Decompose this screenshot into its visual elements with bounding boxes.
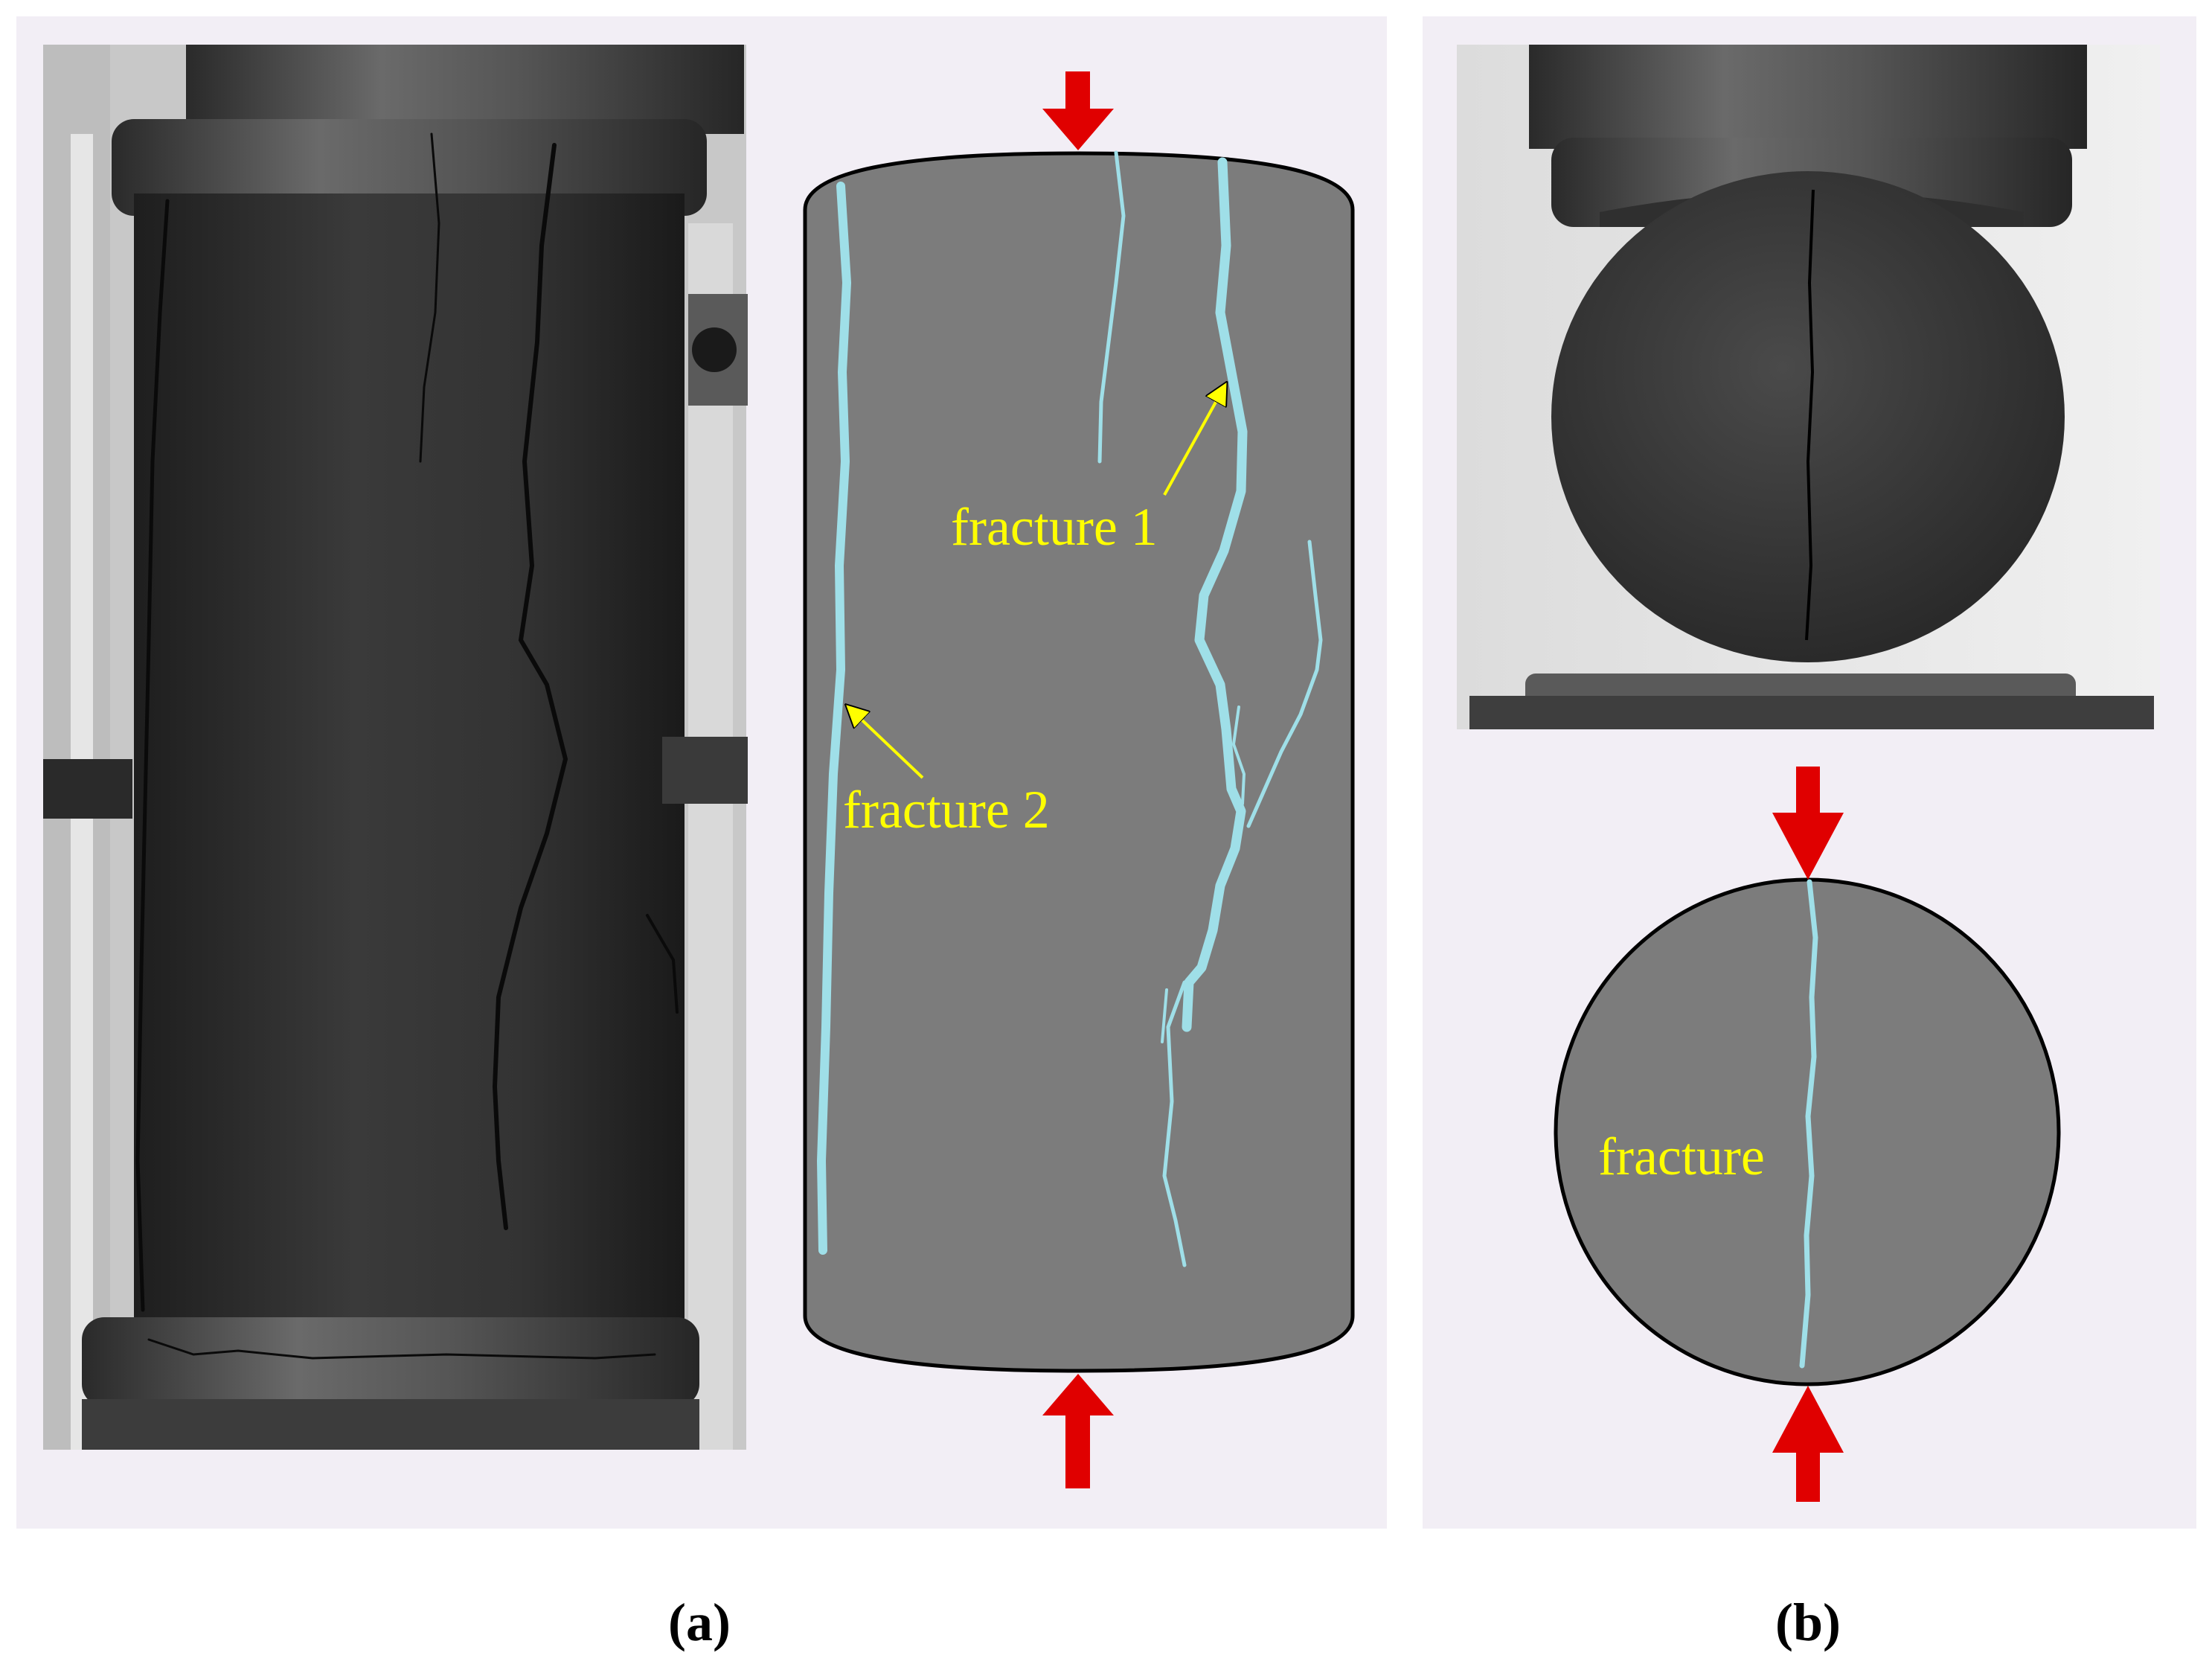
photo-crack-main bbox=[492, 143, 568, 1230]
panel-b: fracture (b) bbox=[1423, 16, 2196, 1652]
fracture-line-b bbox=[1799, 879, 1818, 1369]
fracture-branch-c bbox=[1232, 706, 1246, 805]
fracture-branch-e bbox=[1161, 988, 1168, 1043]
fracture-branch-d bbox=[1162, 980, 1187, 1267]
photo-crack-secondary bbox=[419, 132, 440, 463]
fracture-1-label: fracture 1 bbox=[951, 497, 1158, 557]
fracture-label-b: fracture bbox=[1598, 1127, 1765, 1186]
up-arrow-icon bbox=[1772, 1386, 1844, 1502]
panel-a-photo bbox=[43, 45, 748, 1450]
panel-b-photo bbox=[1457, 45, 2160, 729]
photo-crack-left bbox=[135, 199, 170, 1312]
panel-a: fracture 1 fracture 2 (a) bbox=[16, 16, 1387, 1652]
caption-b: (b) bbox=[1775, 1593, 1841, 1652]
fracture-2-label: fracture 2 bbox=[843, 780, 1050, 839]
fracture-2-line bbox=[817, 182, 851, 1255]
photo-cylinder-specimen bbox=[134, 193, 685, 1332]
panel-b-schematic: fracture bbox=[1554, 767, 2061, 1502]
fracture-branch-a bbox=[1097, 150, 1126, 464]
fracture-1-leader bbox=[1163, 383, 1226, 496]
schematic-cylinder-body bbox=[803, 151, 1355, 1373]
panel-a-schematic: fracture 1 fracture 2 bbox=[803, 71, 1355, 1488]
fracture-branch-b bbox=[1246, 540, 1323, 828]
caption-a: (a) bbox=[668, 1593, 731, 1652]
down-arrow-icon bbox=[1772, 767, 1844, 880]
photo-disc-specimen bbox=[1551, 171, 2065, 662]
fracture-2-leader bbox=[847, 706, 924, 779]
up-arrow-icon bbox=[1042, 1374, 1114, 1488]
fracture-1-line bbox=[1182, 157, 1248, 1032]
photo-disc-crack bbox=[1805, 189, 1815, 641]
down-arrow-icon bbox=[1042, 71, 1114, 150]
